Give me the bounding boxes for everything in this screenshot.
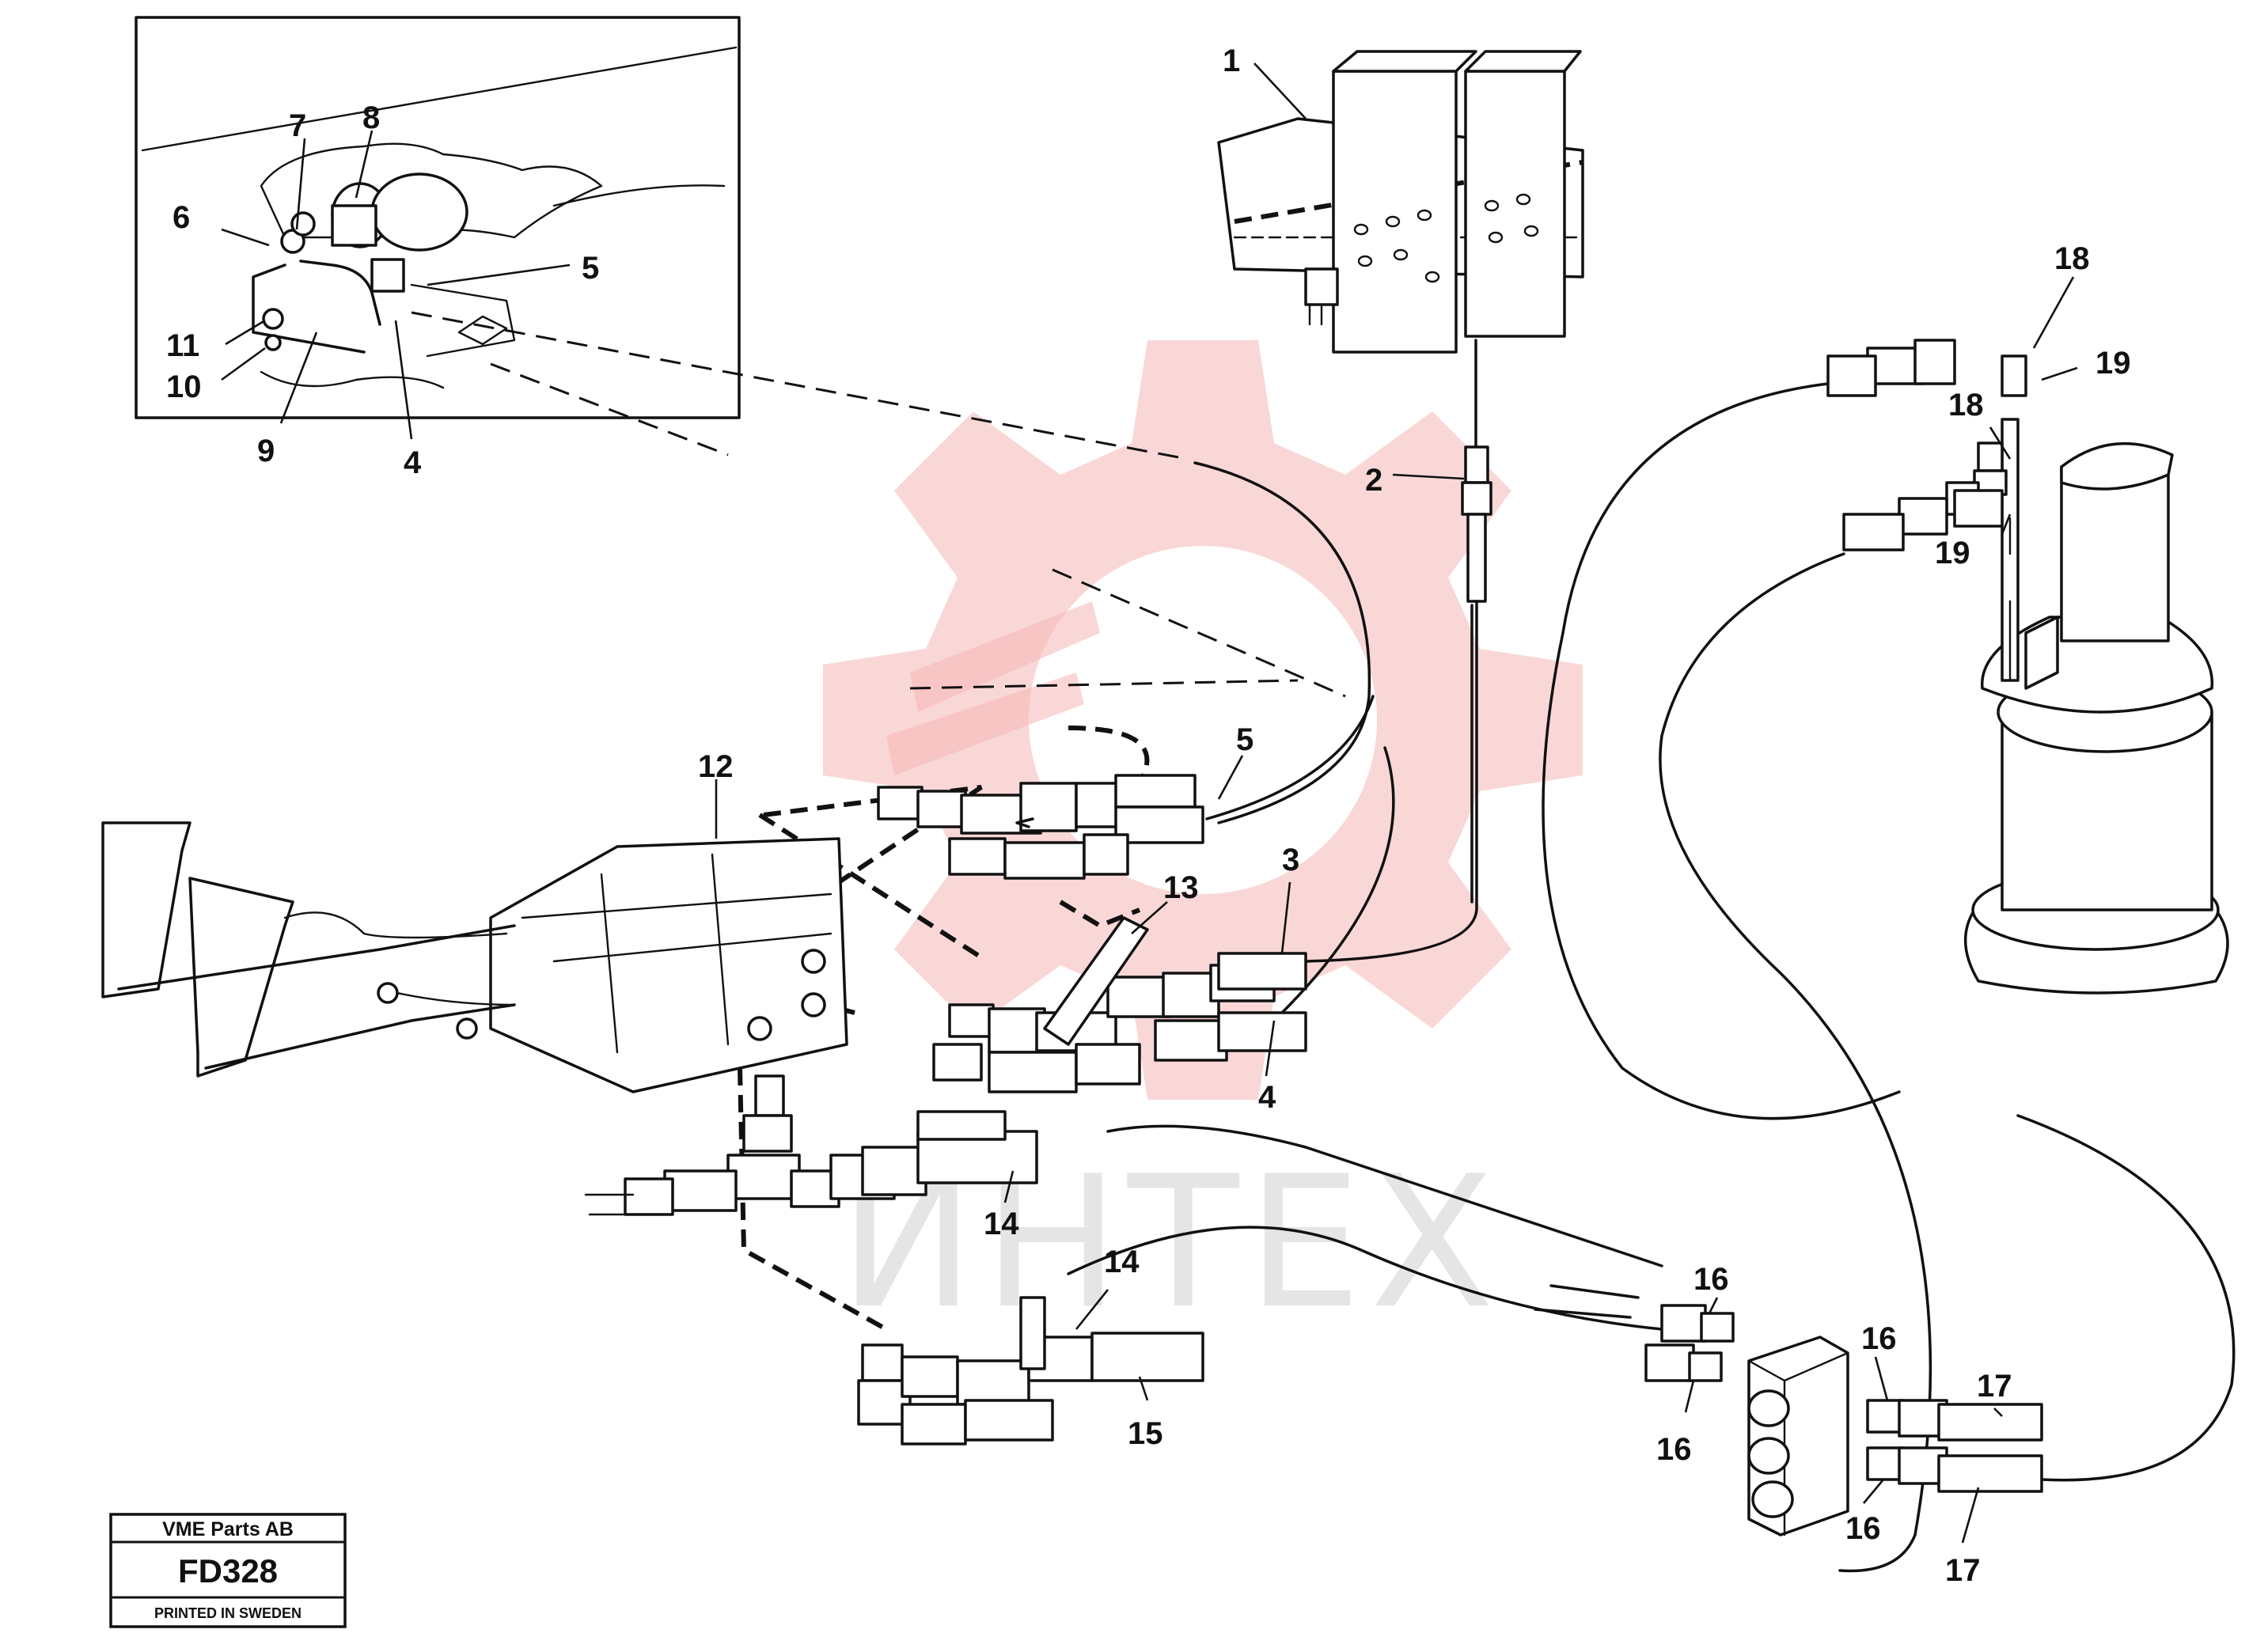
callout-16-a: 16 — [1693, 1262, 1729, 1297]
callout-14-a: 14 — [984, 1207, 1019, 1241]
fitting-group-lower — [584, 1074, 1204, 1446]
pilot-valve-block — [1217, 50, 1584, 354]
title-block: VME Parts AB FD328 PRINTED IN SWEDEN — [109, 1513, 347, 1628]
callout-2: 2 — [1365, 463, 1382, 498]
callout-12: 12 — [698, 749, 734, 784]
callout-5-inset: 5 — [582, 251, 599, 286]
callout-15: 15 — [1128, 1416, 1163, 1451]
callout-17-a: 17 — [1977, 1369, 2012, 1404]
fitting-group-middle — [932, 916, 1307, 1093]
callouts: 1 2 3 4 4 5 5 6 7 8 9 10 11 12 13 14 14 … — [166, 44, 2131, 1588]
pedal-valve-assembly — [101, 821, 848, 1093]
callout-16-b: 16 — [1656, 1432, 1692, 1467]
callout-5-main: 5 — [1236, 722, 1253, 757]
fitting-2 — [1461, 339, 1492, 603]
callout-10: 10 — [166, 369, 202, 404]
callout-8: 8 — [362, 100, 380, 135]
callout-19-b: 19 — [1935, 536, 1970, 570]
callout-16-d: 16 — [1845, 1511, 1881, 1546]
callout-6: 6 — [173, 200, 190, 235]
hose-lines — [1067, 382, 2236, 1573]
callout-11: 11 — [166, 328, 199, 363]
fitting-group-upper — [877, 774, 1204, 880]
callout-4-main: 4 — [1258, 1080, 1276, 1115]
cylinder-assembly — [1826, 339, 2229, 995]
printed-in: PRINTED IN SWEDEN — [154, 1605, 302, 1621]
callout-18-b: 18 — [1948, 388, 1984, 422]
callout-19-a: 19 — [2095, 346, 2131, 381]
drawing-code: FD328 — [178, 1552, 278, 1589]
callout-14-b: 14 — [1104, 1245, 1140, 1279]
inset-detail — [135, 16, 741, 419]
watermark-gear-icon — [823, 340, 1583, 1100]
callout-18-a: 18 — [2054, 241, 2090, 276]
callout-9: 9 — [257, 434, 275, 468]
callout-7: 7 — [289, 108, 306, 143]
callout-17-b: 17 — [1945, 1553, 1981, 1588]
callout-13: 13 — [1163, 870, 1199, 905]
callout-1: 1 — [1223, 44, 1240, 78]
company-name: VME Parts AB — [162, 1518, 294, 1540]
callout-16-c: 16 — [1861, 1321, 1897, 1356]
distribution-block — [1644, 1304, 2043, 1536]
leader-lines — [221, 63, 2078, 1544]
callout-3: 3 — [1282, 843, 1299, 877]
callout-4-inset: 4 — [404, 445, 422, 480]
